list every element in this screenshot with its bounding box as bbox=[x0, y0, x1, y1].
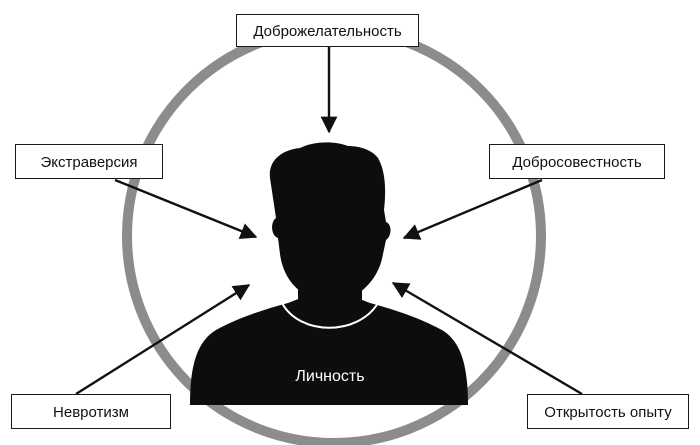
arrow-conscientiousness bbox=[402, 178, 543, 240]
trait-box-neuroticism: Невротизм bbox=[11, 394, 171, 429]
center-label: Личность bbox=[295, 368, 364, 385]
arrow-extraversion bbox=[114, 178, 258, 240]
arrow-openness bbox=[391, 281, 583, 396]
trait-label-openness: Открытость опыту bbox=[544, 404, 672, 421]
arrow-neuroticism bbox=[75, 283, 251, 396]
trait-label-neuroticism: Невротизм bbox=[53, 404, 129, 421]
trait-label-agreeableness: Доброжелательность bbox=[253, 23, 402, 40]
trait-box-openness: Открытость опыту bbox=[527, 394, 689, 429]
trait-label-conscientiousness: Добросовестность bbox=[512, 154, 641, 171]
silhouette-head bbox=[269, 142, 391, 301]
collar-line bbox=[281, 302, 379, 329]
trait-box-extraversion: Экстраверсия bbox=[15, 144, 163, 179]
trait-box-conscientiousness: Добросовестность bbox=[489, 144, 665, 179]
silhouette-shoulders bbox=[190, 296, 468, 405]
trait-box-agreeableness: Доброжелательность bbox=[236, 14, 419, 47]
trait-label-extraversion: Экстраверсия bbox=[40, 154, 137, 171]
